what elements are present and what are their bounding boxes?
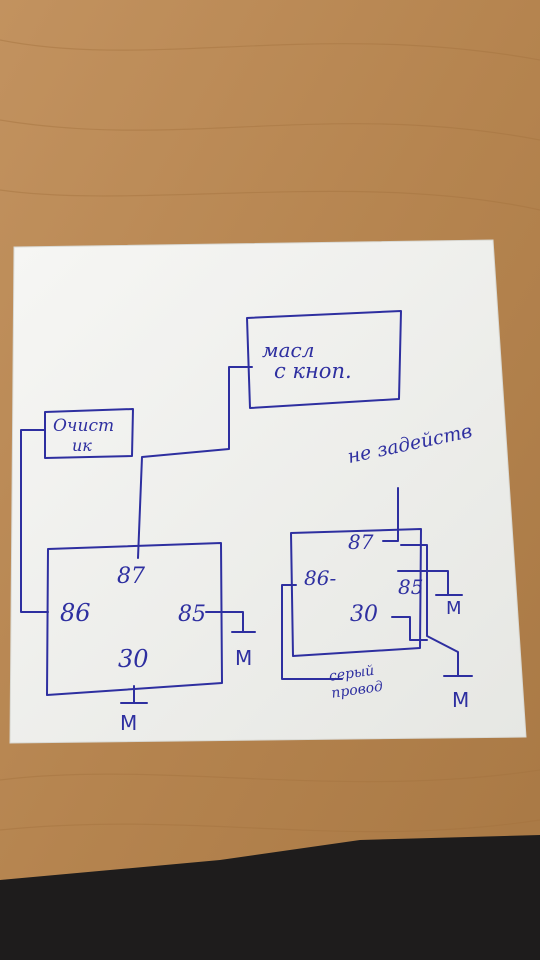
box-left-line2: ик <box>72 436 92 455</box>
relay-left-box <box>46 542 223 696</box>
relay-right-pin-86-label: 86- <box>304 566 337 590</box>
relay-left-85-gnd <box>205 611 256 633</box>
relay-left-pin-30-label: 30 <box>118 645 149 673</box>
relay-right-pin-87-label: 87 <box>348 530 374 554</box>
box-top-line1: масл <box>262 338 315 362</box>
relay-right-pin-85-label: 85 <box>398 575 424 599</box>
box-left-outline <box>44 408 134 459</box>
relay-left-pin-86-label: 86 <box>60 599 91 627</box>
relay-right-ground-30-label: M <box>452 688 470 712</box>
relay-left-pin-87-label: 87 <box>117 564 145 589</box>
relay-left-gnd-bottom <box>120 685 148 704</box>
paper-sheet <box>9 239 527 744</box>
relay-right-box <box>290 528 422 657</box>
relay-right-pin-30-label: 30 <box>350 602 378 627</box>
relay-right-86-wire <box>281 584 343 680</box>
relay-right-ground-85-label: M <box>446 598 462 619</box>
wood-grain <box>0 39 540 833</box>
relay-left-ground-bottom-label: M <box>120 711 138 735</box>
relay-right-inner <box>400 544 473 677</box>
floor-shadow <box>0 835 540 960</box>
relay-right-85-gnd <box>397 570 463 596</box>
box-top-line2: с кноп. <box>274 359 352 383</box>
relay-right-30 <box>391 616 428 641</box>
wire-box-to-87 <box>137 366 253 559</box>
box-left-line1: Очист <box>53 416 115 436</box>
relay-left-pin-85-label: 85 <box>178 602 206 627</box>
ink-drawing <box>20 310 473 704</box>
relay-left-ground-right-label: M <box>235 646 253 670</box>
wire-box-to-86 <box>20 429 49 613</box>
note-arrow <box>382 487 399 542</box>
box-top-outline <box>246 310 402 409</box>
